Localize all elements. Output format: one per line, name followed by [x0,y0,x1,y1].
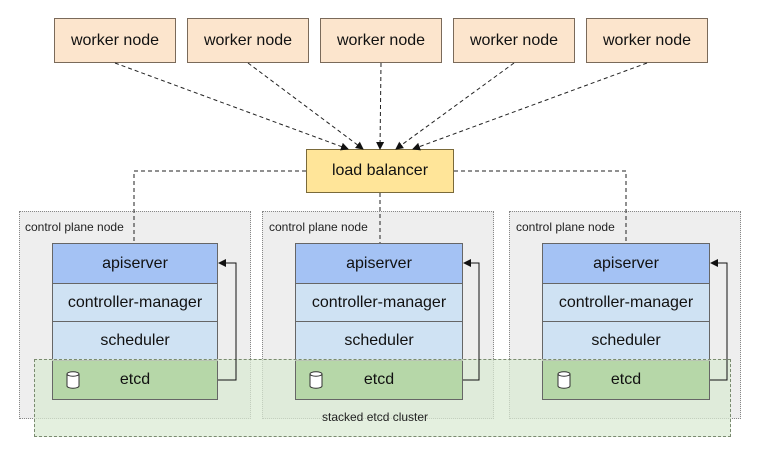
scheduler: scheduler [52,322,218,361]
worker-node: worker node [320,18,442,63]
worker-node: worker node [453,18,575,63]
load-balancer: load balancer [306,149,454,193]
controller-manager: controller-manager [295,284,463,322]
database-icon [309,371,323,389]
control-plane-label: control plane node [25,220,124,234]
controller-manager: controller-manager [542,284,710,322]
apiserver: apiserver [295,243,463,284]
worker-node: worker node [54,18,176,63]
scheduler: scheduler [542,322,710,361]
apiserver: apiserver [542,243,710,284]
database-icon [66,371,80,389]
etcd-cluster-label: stacked etcd cluster [322,410,429,424]
etcd: etcd [52,361,218,400]
apiserver: apiserver [52,243,218,284]
etcd: etcd [295,361,463,400]
database-icon [557,371,571,389]
control-plane-label: control plane node [269,220,368,234]
worker-node: worker node [586,18,708,63]
worker-node: worker node [187,18,309,63]
controller-manager: controller-manager [52,284,218,322]
control-plane-label: control plane node [516,220,615,234]
scheduler: scheduler [295,322,463,361]
